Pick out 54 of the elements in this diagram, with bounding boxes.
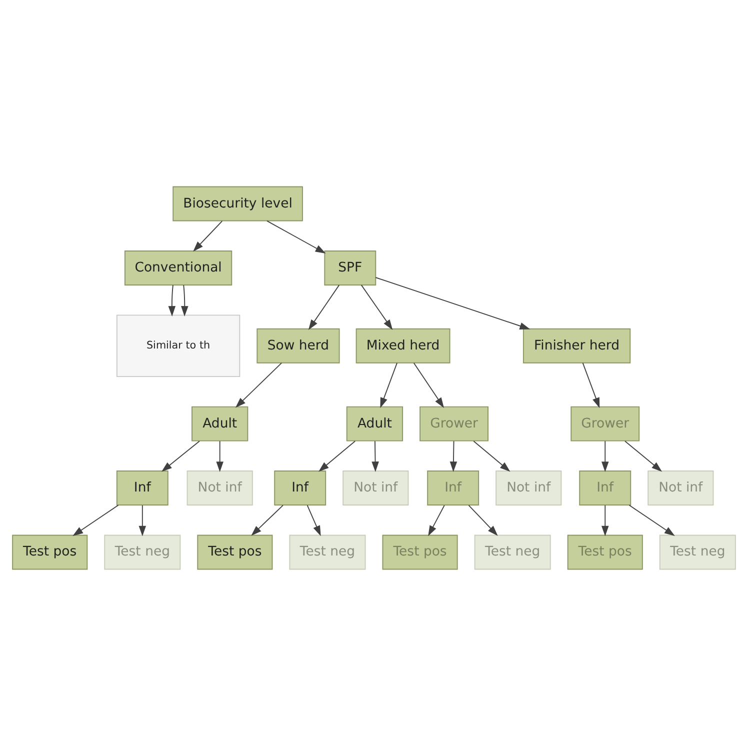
arrow (601, 504, 609, 536)
node-box: Conventional (124, 250, 232, 285)
node-box: Test pos (382, 534, 458, 570)
arrow (235, 362, 282, 408)
node-box: Not inf (496, 470, 562, 505)
node-box: Finisher herd (522, 328, 631, 363)
node-box: Inf (274, 470, 326, 505)
node-box: Adult (192, 406, 248, 441)
arrow (181, 284, 188, 316)
node-box: Grower (570, 406, 640, 441)
arrow (450, 440, 458, 472)
node-box: Grower (420, 406, 488, 441)
arrow (318, 440, 356, 472)
arrow (138, 504, 146, 536)
arrow (473, 440, 510, 472)
arrow (372, 440, 379, 472)
node-box: Test neg (289, 534, 366, 570)
arrow (428, 504, 445, 536)
node-box: Test pos (12, 534, 88, 570)
arrow (380, 362, 398, 408)
arrow (216, 440, 224, 472)
arrow (193, 220, 223, 252)
node-box: Similar to th (116, 314, 240, 377)
arrow (251, 504, 284, 536)
node-box: Not inf (342, 470, 409, 505)
node-box: SPF (324, 250, 376, 285)
arrow (582, 362, 600, 408)
arrow (468, 504, 498, 536)
arrow (72, 504, 119, 536)
node-box: Test neg (474, 534, 551, 570)
node-box: Test neg (104, 534, 181, 570)
node-box: Test neg (659, 534, 736, 570)
arrow (601, 440, 609, 472)
node-box: Inf (116, 470, 168, 505)
node-box: Not inf (648, 470, 714, 505)
node-box: Inf (427, 470, 480, 505)
arrow (624, 440, 662, 472)
arrow (266, 220, 326, 254)
node-box: Biosecurity level (172, 186, 303, 221)
arrow (308, 284, 340, 330)
arrow (360, 284, 393, 330)
arrow (306, 504, 321, 536)
node-box: Mixed herd (356, 328, 450, 363)
node-box: Adult (346, 406, 404, 441)
arrow (413, 362, 444, 408)
node-box: Not inf (186, 470, 253, 505)
node-box: Sow herd (256, 328, 340, 363)
node-box: Inf (579, 470, 632, 505)
arrow (168, 284, 176, 316)
node-box: Test pos (197, 534, 273, 570)
arrow (162, 440, 200, 472)
node-box: Test pos (567, 534, 643, 570)
arrow (628, 504, 675, 536)
arrow (375, 276, 530, 329)
